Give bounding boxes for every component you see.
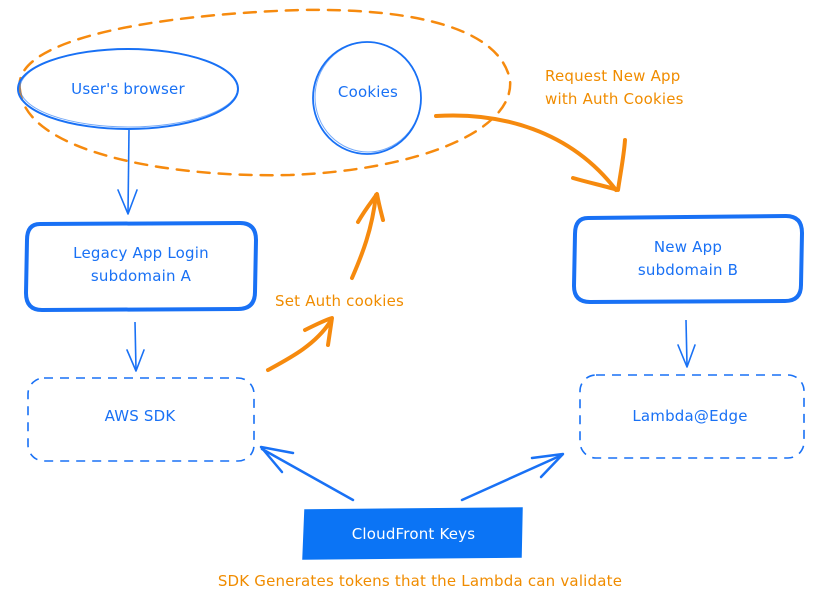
client-group-ellipse: [18, 8, 512, 177]
new-app-label: New App subdomain B: [575, 236, 801, 282]
arrow-keys-to-lambda: [460, 452, 565, 502]
set-auth-cookies-annotation: Set Auth cookies: [275, 292, 405, 310]
lambda-edge-node[interactable]: [579, 374, 805, 459]
aws-sdk-label: AWS SDK: [104, 407, 176, 425]
new-app-node[interactable]: [572, 214, 804, 304]
request-new-app-annotation: Request New App with Auth Cookies: [545, 65, 745, 111]
request-new-app-line2: with Auth Cookies: [545, 90, 684, 108]
arrow-set-cookies-to-cookies: [350, 192, 385, 280]
cookies-label: Cookies: [337, 83, 399, 101]
cloudfront-keys-node[interactable]: [302, 507, 523, 560]
legacy-app-label: Legacy App Login subdomain A: [28, 242, 254, 288]
legacy-app-line1: Legacy App Login: [73, 244, 209, 262]
footer-note: SDK Generates tokens that the Lambda can…: [217, 572, 623, 590]
arrow-cookies-to-new-app: [434, 113, 627, 192]
legacy-app-node[interactable]: [24, 221, 258, 312]
arrow-browser-to-legacy: [117, 129, 138, 215]
arrow-legacy-to-sdk: [126, 321, 145, 372]
arrow-keys-to-sdk: [259, 445, 355, 502]
aws-sdk-node[interactable]: [27, 377, 255, 462]
new-app-line1: New App: [653, 238, 723, 256]
arrow-new-app-to-lambda: [677, 319, 696, 368]
users-browser-node[interactable]: [17, 48, 239, 130]
cookies-node[interactable]: [312, 41, 422, 155]
new-app-line2: subdomain B: [637, 261, 739, 279]
request-new-app-line1: Request New App: [545, 67, 681, 85]
arrow-sdk-to-set-cookies: [266, 316, 334, 372]
legacy-app-line2: subdomain A: [90, 267, 192, 285]
lambda-edge-label: Lambda@Edge: [632, 407, 748, 425]
users-browser-label: User's browser: [71, 80, 185, 98]
cloudfront-keys-label: CloudFront Keys: [351, 525, 476, 543]
